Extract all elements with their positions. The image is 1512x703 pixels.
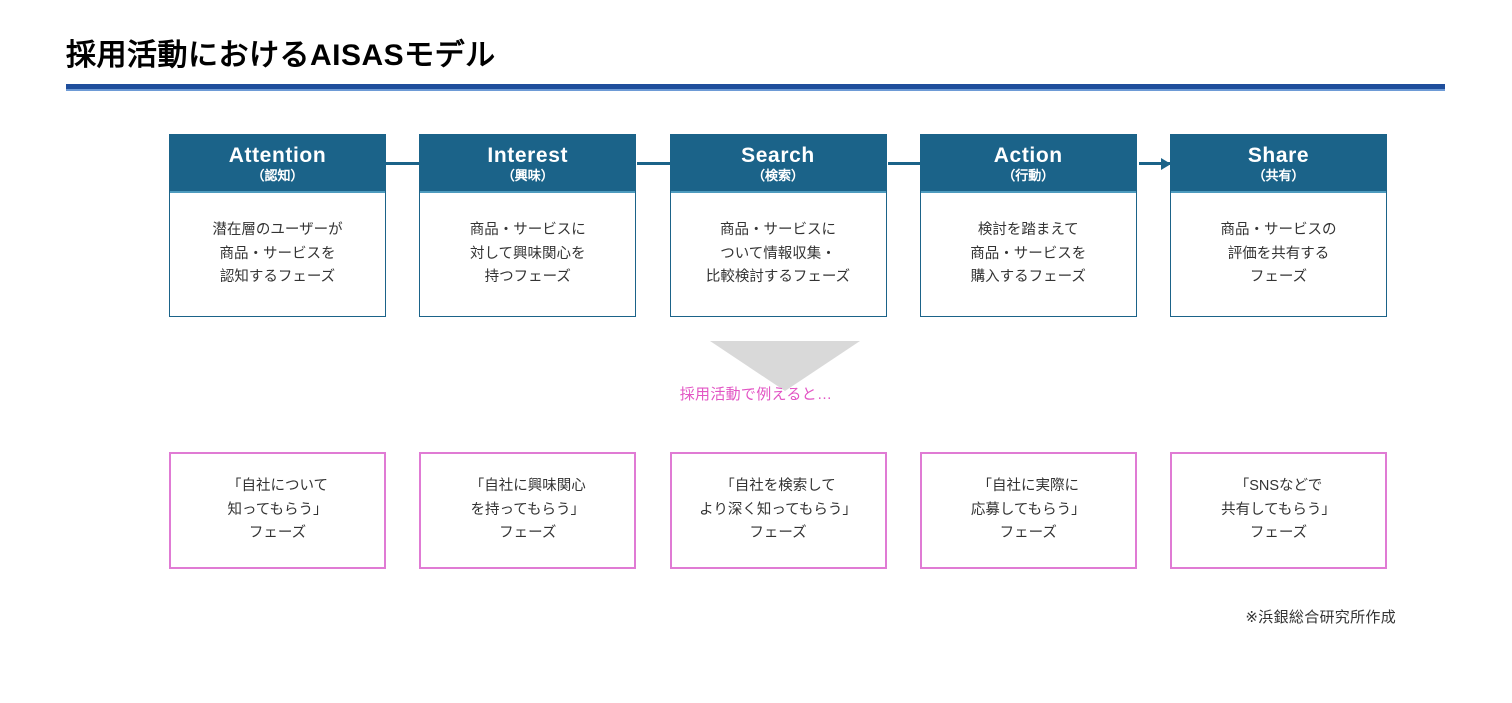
phase-desc-line: 商品・サービスの bbox=[1220, 222, 1337, 239]
analogy-line: 「SNSなどで bbox=[1234, 478, 1323, 495]
aisas-phase-row: Attention （認知） 潜在層のユーザーが 商品・サービスを 認知するフェ… bbox=[169, 134, 1387, 317]
recruiting-analogy-row: 「自社について 知ってもらう」 フェーズ 「自社に興味関心 を持ってもらう」 フ… bbox=[169, 452, 1387, 569]
phase-card-attention[interactable]: Attention （認知） 潜在層のユーザーが 商品・サービスを 認知するフェ… bbox=[169, 134, 386, 317]
bridge-caption: 採用活動で例えると… bbox=[679, 386, 833, 403]
phase-title-en: Search bbox=[741, 144, 815, 168]
phase-title-en: Attention bbox=[228, 144, 327, 168]
phase-title-jp: （行動） bbox=[1002, 168, 1055, 184]
analogy-card-share[interactable]: 「SNSなどで 共有してもらう」 フェーズ bbox=[1170, 452, 1387, 569]
source-note: ※浜銀総合研究所作成 bbox=[1245, 609, 1396, 626]
title-underline-rule bbox=[66, 84, 1445, 89]
phase-header-interest: Interest （興味） bbox=[420, 135, 636, 193]
phase-title-en: Action bbox=[993, 144, 1063, 168]
analogy-card-interest[interactable]: 「自社に興味関心 を持ってもらう」 フェーズ bbox=[419, 452, 637, 569]
phase-description-search: 商品・サービスに ついて情報収集・ 比較検討するフェーズ bbox=[671, 193, 886, 316]
analogy-line: 「自社について bbox=[226, 478, 329, 495]
analogy-line: 「自社に興味関心 bbox=[469, 478, 586, 495]
phase-title-jp: （興味） bbox=[501, 168, 554, 184]
phase-description-share: 商品・サービスの 評価を共有する フェーズ bbox=[1171, 193, 1386, 316]
arrow-head-icon bbox=[1161, 157, 1171, 170]
phase-desc-line: ついて情報収集・ bbox=[720, 245, 836, 262]
analogy-card-action[interactable]: 「自社に実際に 応募してもらう」 フェーズ bbox=[919, 452, 1137, 569]
analogy-line: フェーズ bbox=[999, 525, 1057, 542]
phase-desc-line: 認知するフェーズ bbox=[219, 269, 336, 286]
analogy-line: 共有してもらう」 bbox=[1221, 501, 1336, 518]
phase-card-action[interactable]: Action （行動） 検討を踏まえて 商品・サービスを 購入するフェーズ bbox=[919, 134, 1137, 317]
phase-card-interest[interactable]: Interest （興味） 商品・サービスに 対して興味関心を 持つフェーズ bbox=[419, 134, 637, 317]
phase-description-interest: 商品・サービスに 対して興味関心を 持つフェーズ bbox=[420, 193, 635, 316]
analogy-line: フェーズ bbox=[1249, 525, 1308, 542]
phase-header-attention: Attention （認知） bbox=[170, 135, 385, 193]
phase-header-search: Search （検索） bbox=[670, 135, 886, 193]
phase-desc-line: 持つフェーズ bbox=[484, 269, 571, 286]
phase-title-en: Share bbox=[1247, 144, 1310, 168]
phase-description-action: 検討を踏まえて 商品・サービスを 購入するフェーズ bbox=[921, 193, 1136, 316]
down-triangle-icon bbox=[710, 341, 860, 391]
phase-header-action: Action （行動） bbox=[920, 135, 1136, 193]
connector-search-action bbox=[888, 162, 922, 165]
phase-desc-line: 商品・サービスを bbox=[219, 245, 336, 262]
phase-desc-line: 検討を踏まえて bbox=[977, 222, 1079, 239]
connector-attention-interest bbox=[386, 162, 420, 165]
title-underline-rule-light bbox=[66, 89, 1445, 91]
phase-title-jp: （検索） bbox=[751, 168, 804, 184]
analogy-line: 応募してもらう」 bbox=[970, 501, 1086, 518]
analogy-line: 「自社を検索して bbox=[720, 478, 836, 495]
page-title: 採用活動におけるAISASモデル bbox=[66, 39, 496, 72]
phase-title-jp: （認知） bbox=[251, 168, 304, 184]
phase-desc-line: 対して興味関心を bbox=[469, 245, 586, 262]
phase-desc-line: 比較検討するフェーズ bbox=[705, 269, 851, 286]
phase-header-share: Share （共有） bbox=[1171, 135, 1386, 193]
analogy-line: 「自社に実際に bbox=[977, 478, 1080, 495]
analogy-line: フェーズ bbox=[749, 525, 807, 542]
phase-card-share[interactable]: Share （共有） 商品・サービスの 評価を共有する フェーズ bbox=[1170, 134, 1387, 317]
analogy-line: を持ってもらう」 bbox=[470, 501, 586, 518]
analogy-line: フェーズ bbox=[248, 525, 307, 542]
phase-title-en: Interest bbox=[487, 144, 569, 168]
phase-desc-line: フェーズ bbox=[1249, 269, 1308, 286]
phase-desc-line: 潜在層のユーザーが bbox=[212, 222, 343, 239]
analogy-line: 知ってもらう」 bbox=[227, 501, 328, 518]
phase-desc-line: 商品・サービスを bbox=[970, 245, 1087, 262]
phase-title-jp: （共有） bbox=[1252, 168, 1305, 184]
phase-desc-line: 評価を共有する bbox=[1227, 245, 1330, 262]
phase-desc-line: 商品・サービスに bbox=[720, 222, 836, 239]
analogy-line: フェーズ bbox=[499, 525, 557, 542]
phase-desc-line: 商品・サービスに bbox=[469, 222, 586, 239]
connector-action-share bbox=[1139, 157, 1171, 170]
connector-interest-search bbox=[637, 162, 671, 165]
phase-desc-line: 購入するフェーズ bbox=[970, 269, 1086, 286]
analogy-card-search[interactable]: 「自社を検索して より深く知ってもらう」 フェーズ bbox=[669, 452, 887, 569]
phase-description-attention: 潜在層のユーザーが 商品・サービスを 認知するフェーズ bbox=[170, 193, 385, 316]
analogy-card-attention[interactable]: 「自社について 知ってもらう」 フェーズ bbox=[169, 452, 386, 569]
analogy-line: より深く知ってもらう」 bbox=[699, 501, 857, 518]
phase-card-search[interactable]: Search （検索） 商品・サービスに ついて情報収集・ 比較検討するフェーズ bbox=[669, 134, 887, 317]
